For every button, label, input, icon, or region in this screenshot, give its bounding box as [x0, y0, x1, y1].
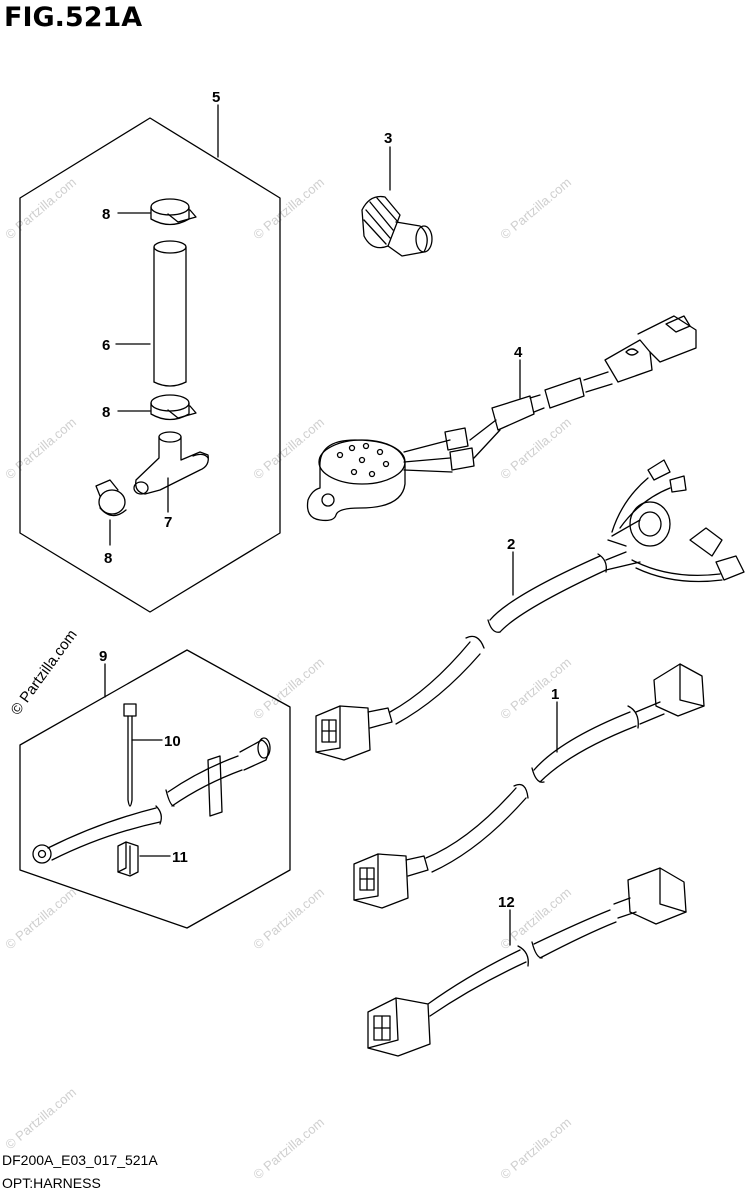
callout-layer: 5 3 4 2 1 12 8 6 8 7 8 9 10 11	[99, 89, 559, 911]
cable-tie-part-10	[123, 703, 137, 807]
watermark: © Partzilla.com	[250, 654, 327, 722]
callout-6: 6	[102, 337, 110, 354]
callout-4: 4	[514, 344, 523, 361]
callout-8: 8	[102, 206, 110, 223]
callout-1: 1	[551, 686, 559, 703]
plug-part-3	[361, 195, 433, 257]
callout-12: 12	[498, 894, 515, 911]
harness-part-1	[353, 663, 705, 909]
watermark: © Partzilla.com	[497, 174, 574, 242]
callout-9: 9	[99, 648, 107, 665]
watermark: © Partzilla.com	[497, 654, 574, 722]
callout-5: 5	[212, 89, 220, 106]
side-watermark: © Partzilla.com	[7, 627, 80, 719]
figure-code: DF200A_E03_017_521A	[2, 1152, 158, 1168]
callout-7: 7	[164, 514, 172, 531]
watermark: © Partzilla.com	[2, 1084, 79, 1152]
watermark: © Partzilla.com	[250, 884, 327, 952]
t-joint-part-7	[133, 431, 209, 495]
fitting-part-11	[117, 841, 139, 877]
callout-8: 8	[104, 550, 112, 567]
figure-title: FIG.521A	[4, 2, 143, 33]
hose-clamp-part-8	[95, 479, 127, 517]
callout-2: 2	[507, 536, 515, 553]
harness-part-12	[367, 867, 687, 1057]
watermark: © Partzilla.com	[250, 174, 327, 242]
figure-name: OPT:HARNESS	[2, 1175, 101, 1191]
hose-clamp-part-8	[150, 198, 197, 226]
callout-3: 3	[384, 130, 392, 147]
watermark: © Partzilla.com	[497, 1114, 574, 1182]
harness-part-2	[315, 459, 745, 761]
ground-harness-part-9	[32, 737, 271, 864]
watermark: © Partzilla.com	[2, 414, 79, 482]
watermark: © Partzilla.com	[2, 884, 79, 952]
watermark-layer: © Partzilla.com © Partzilla.com © Partzi…	[2, 174, 574, 1182]
hose-part-6	[153, 240, 187, 387]
callout-11: 11	[172, 849, 188, 866]
buzzer-harness-part-4	[306, 315, 697, 522]
watermark: © Partzilla.com	[250, 414, 327, 482]
kit-5-outline	[19, 117, 281, 613]
callout-8: 8	[102, 404, 110, 421]
hose-clamp-part-8	[150, 394, 197, 421]
callout-10: 10	[164, 733, 181, 750]
watermark: © Partzilla.com	[250, 1114, 327, 1182]
kit-9-outline	[19, 649, 291, 929]
